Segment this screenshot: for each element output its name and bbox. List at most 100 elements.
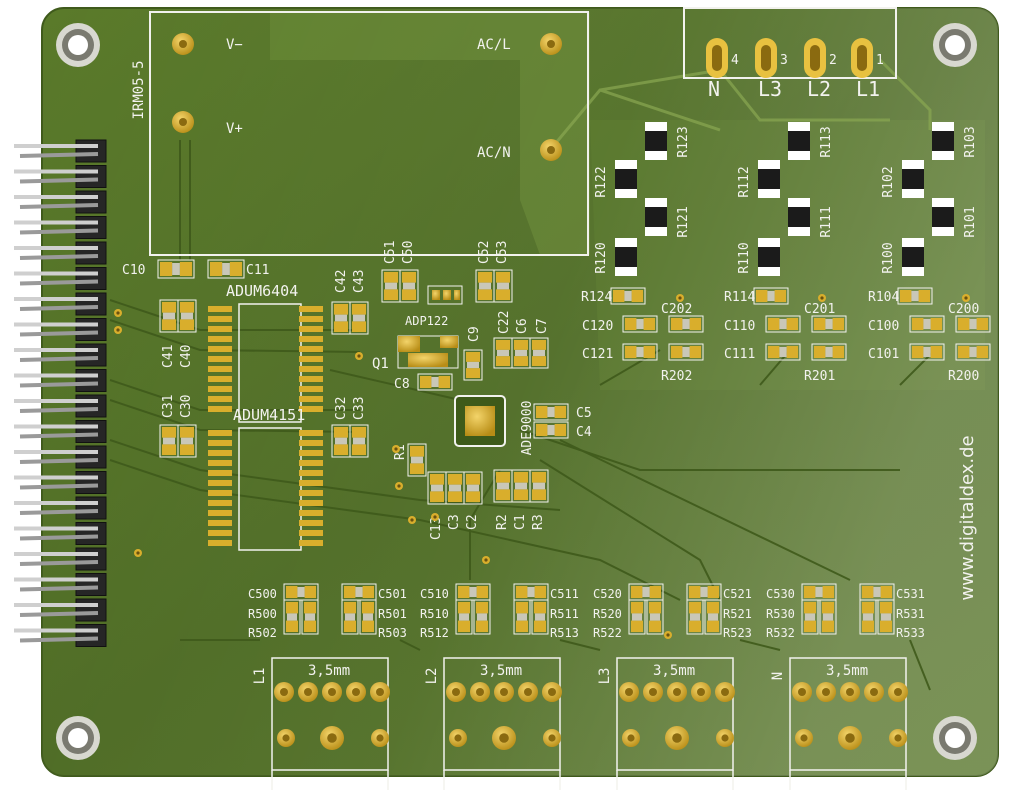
ch-r-right2-label: R513 <box>550 626 579 640</box>
jack-pad <box>470 682 490 702</box>
c51-label: C51 <box>383 241 398 264</box>
mounting-hole-tl <box>56 23 100 67</box>
ch-res-right-b <box>359 599 377 635</box>
c50-pad <box>399 269 419 303</box>
ch-c-right-label: C521 <box>723 587 752 601</box>
mounting-hole-br <box>933 716 977 760</box>
jack-mount-pad <box>889 729 907 747</box>
ch-r-left-label: R520 <box>593 607 622 621</box>
pad-acl <box>540 33 562 55</box>
pin-header-2x20 <box>14 139 107 647</box>
c42-label: C42 <box>334 270 349 293</box>
adum6404-label: ADUM6404 <box>226 282 298 300</box>
mains-pin-name: L2 <box>807 77 831 101</box>
jack-pad <box>715 682 735 702</box>
c111-pad <box>765 343 801 361</box>
ch-r-left2-label: R522 <box>593 626 622 640</box>
ch-cap-right <box>686 583 722 601</box>
mains-pin-number: 2 <box>829 53 837 68</box>
ch-c-left-label: C500 <box>248 587 277 601</box>
r3-label: R3 <box>531 514 546 530</box>
mains-connector-outline <box>683 7 897 79</box>
c110-pad <box>765 315 801 333</box>
r101-label: R101 <box>963 206 978 237</box>
mains-pin-name: N <box>708 77 720 101</box>
c13-label: C13 <box>429 517 444 540</box>
jack-mount-pad <box>716 729 734 747</box>
c53-pad <box>493 269 513 303</box>
ade9000-chip <box>454 395 506 447</box>
r111-label: R111 <box>819 206 834 237</box>
c10-pad <box>157 259 195 279</box>
jack-pad <box>840 682 860 702</box>
mains-pin-4 <box>706 38 728 78</box>
ch-res-right-a <box>686 599 704 635</box>
ch-r-left2-label: R502 <box>248 626 277 640</box>
c4-pad <box>533 421 569 439</box>
jack-mount-pad <box>449 729 467 747</box>
jack-pad <box>691 682 711 702</box>
ch-c-right-label: C511 <box>550 587 579 601</box>
jack-pad <box>346 682 366 702</box>
ch-r-left-label: R530 <box>766 607 795 621</box>
jack-mount-pad <box>543 729 561 747</box>
ch-r-left2-label: R532 <box>766 626 795 640</box>
ch-phase-label: L1 <box>252 668 268 685</box>
ch-res-left-b <box>301 599 319 635</box>
ch-res-left-a <box>455 599 473 635</box>
jack-pad <box>494 682 514 702</box>
via <box>431 513 439 521</box>
pad-vplus <box>172 111 194 133</box>
r112-label: R112 <box>737 166 752 197</box>
mains-pin-3 <box>755 38 777 78</box>
c110-label: C110 <box>724 319 755 334</box>
ch-c-left-label: C530 <box>766 587 795 601</box>
ch-phase-label: N <box>770 672 786 680</box>
c111-label: C111 <box>724 347 755 362</box>
r202-pad <box>668 343 704 361</box>
c31-label: C31 <box>161 395 176 418</box>
r1-pad <box>407 443 427 477</box>
c32-label: C32 <box>334 397 349 420</box>
jack-pad <box>518 682 538 702</box>
mains-pin-1 <box>851 38 873 78</box>
ch-r-left2-label: R512 <box>420 626 449 640</box>
c41-label: C41 <box>161 345 176 368</box>
c201-label: C201 <box>804 302 835 317</box>
c9-label: C9 <box>467 326 482 342</box>
jack-pad <box>643 682 663 702</box>
via <box>395 482 403 490</box>
ch-cap-left <box>283 583 319 601</box>
r102-label: R102 <box>881 166 896 197</box>
ch-r-right2-label: R523 <box>723 626 752 640</box>
mounting-hole-bl <box>56 716 100 760</box>
adp122-chip <box>427 285 463 305</box>
ch-res-left-a <box>628 599 646 635</box>
jack-pad <box>864 682 884 702</box>
mains-pin-number: 4 <box>731 53 739 68</box>
c120-label: C120 <box>582 319 613 334</box>
r100-label: R100 <box>881 242 896 273</box>
mains-pin-2 <box>804 38 826 78</box>
ch-c-right-label: C531 <box>896 587 925 601</box>
jack-pad <box>322 682 342 702</box>
c40-pad <box>177 299 197 333</box>
adum6404-chip <box>208 303 323 423</box>
ch-c-right-label: C501 <box>378 587 407 601</box>
r2-label: R2 <box>495 514 510 530</box>
ch-cap-right <box>513 583 549 601</box>
r122-label: R122 <box>594 166 609 197</box>
ch-jack-label: 3,5mm <box>308 663 350 679</box>
c200-pad <box>955 315 991 333</box>
c5-pad <box>533 403 569 421</box>
c101-label: C101 <box>868 347 899 362</box>
r114-pad <box>753 287 789 305</box>
via <box>408 516 416 524</box>
website-label: www.digitaldex.de <box>957 435 978 600</box>
sensor-channels: C500R500R502C501R501R5033,5mmL1C510R510R… <box>248 583 925 790</box>
via <box>392 445 400 453</box>
c50-label: C50 <box>401 241 416 264</box>
